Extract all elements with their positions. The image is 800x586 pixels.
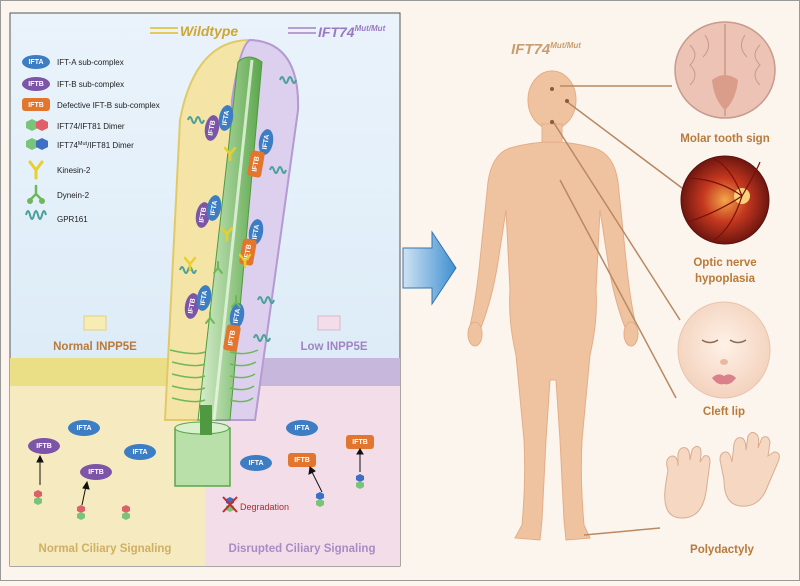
pill-text: IFTB	[28, 81, 44, 88]
degradation-label: Degradation	[240, 502, 289, 512]
svg-text:IFTB: IFTB	[244, 244, 254, 261]
dimer-icon	[26, 119, 48, 131]
svg-text:IFTB: IFTB	[352, 439, 368, 446]
disrupted-signaling-label: Disrupted Ciliary Signaling	[229, 543, 376, 555]
transition-arrow	[402, 230, 457, 306]
legend-label: IFT74Mut/IFT81 Dimer	[57, 141, 134, 150]
svg-text:IFTA: IFTA	[222, 110, 232, 126]
svg-text:IFTB: IFTB	[208, 120, 218, 137]
ift-a-pill-icon	[22, 55, 50, 69]
legend-label: Dynein-2	[57, 191, 90, 200]
low-inpp5e-icon	[317, 315, 341, 331]
patient-title: IFT74Mut/Mut	[511, 41, 581, 58]
legend-item-dynein: Dynein-2	[27, 184, 90, 204]
legend-item-gpr161: GPR161	[25, 210, 88, 224]
legend-item-kinesin: Kinesin-2	[28, 160, 91, 180]
legend-label: Defective IFT-B sub-complex	[57, 101, 160, 110]
pill-text: IFTB	[28, 102, 44, 109]
svg-text:IFTA: IFTA	[248, 460, 263, 467]
kinesin-icon	[28, 160, 44, 180]
ift-trains: IFTB IFTA IFTB IFTA IFTB IFTA IFTA IFTB …	[184, 105, 274, 352]
svg-text:IFTB: IFTB	[228, 330, 238, 347]
svg-text:IFTA: IFTA	[262, 134, 272, 150]
wildtype-label: Wildtype	[180, 23, 238, 39]
ift-b-pill-icon	[22, 77, 50, 91]
legend-item-dimer: IFT74/IFT81 Dimer	[26, 119, 125, 131]
legend-label: GPR161	[57, 215, 88, 224]
legend-item-mutant-dimer: IFT74Mut/IFT81 Dimer	[26, 138, 134, 150]
kinesin-motors	[183, 146, 252, 272]
brain-icon	[674, 21, 776, 119]
optic-nerve-label-line1: Optic nerve	[693, 257, 756, 269]
mutant-label: IFT74Mut/Mut	[318, 24, 386, 40]
legend-item-defective-ift-b: IFTB Defective IFT-B sub-complex	[22, 98, 160, 111]
svg-text:IFTA: IFTA	[294, 425, 309, 432]
dynein-motors	[205, 261, 241, 324]
defective-ift-b-pill-icon	[22, 98, 50, 111]
svg-text:IFTB: IFTB	[294, 457, 310, 464]
pill-text: IFTA	[28, 59, 43, 66]
legend-label: IFT-B sub-complex	[57, 80, 124, 89]
polydactyly-label: Polydactyly	[690, 544, 755, 556]
dynein-icon	[27, 184, 45, 204]
normal-inpp5e-icon	[83, 315, 107, 331]
svg-text:IFTA: IFTA	[200, 290, 210, 306]
gpr161-receptors	[179, 76, 297, 342]
wildtype-cytoplasm: IFTA IFTB IFTA IFTB	[28, 420, 156, 520]
normal-inpp5e-label: Normal INPP5E	[53, 341, 137, 353]
legend-item-ift-b: IFTB IFT-B sub-complex	[22, 77, 124, 91]
svg-text:IFTA: IFTA	[252, 224, 262, 240]
svg-text:IFTB: IFTB	[36, 443, 52, 450]
mutant-dimer-icon	[26, 138, 48, 150]
right-panel: IFT74Mut/Mut Molar tooth sign	[467, 21, 780, 556]
normal-signaling-label: Normal Ciliary Signaling	[39, 543, 172, 555]
mutant-cytoplasm: IFTA IFTB IFTA IFTB Degradation	[222, 420, 374, 513]
optic-nerve-label-line2: hypoplasia	[695, 273, 756, 285]
low-inpp5e-label: Low INPP5E	[300, 341, 367, 353]
cleft-lip-label: Cleft lip	[703, 406, 745, 418]
svg-text:IFTB: IFTB	[88, 469, 104, 476]
gpr161-icon	[25, 210, 47, 220]
left-panel: Wildtype IFT74Mut/Mut IFTA IFT-A sub-com…	[9, 12, 401, 567]
svg-text:IFTA: IFTA	[132, 449, 147, 456]
svg-text:IFTA: IFTA	[233, 308, 243, 324]
legend: IFTA IFT-A sub-complex IFTB IFT-B sub-co…	[22, 55, 160, 224]
legend-label: Kinesin-2	[57, 166, 91, 175]
svg-text:IFTB: IFTB	[188, 298, 198, 315]
svg-text:IFTB: IFTB	[199, 207, 209, 224]
retina-icon	[680, 155, 770, 245]
svg-text:IFTA: IFTA	[76, 425, 91, 432]
legend-item-ift-a: IFTA IFT-A sub-complex	[22, 55, 124, 69]
connector-lines	[551, 85, 691, 536]
legend-label: IFT74/IFT81 Dimer	[57, 122, 125, 131]
molar-tooth-label: Molar tooth sign	[680, 133, 769, 145]
svg-text:IFTA: IFTA	[210, 200, 220, 216]
hands-icon	[664, 431, 780, 519]
svg-text:IFTB: IFTB	[252, 156, 262, 173]
legend-label: IFT-A sub-complex	[57, 58, 124, 67]
face-icon	[677, 301, 771, 399]
